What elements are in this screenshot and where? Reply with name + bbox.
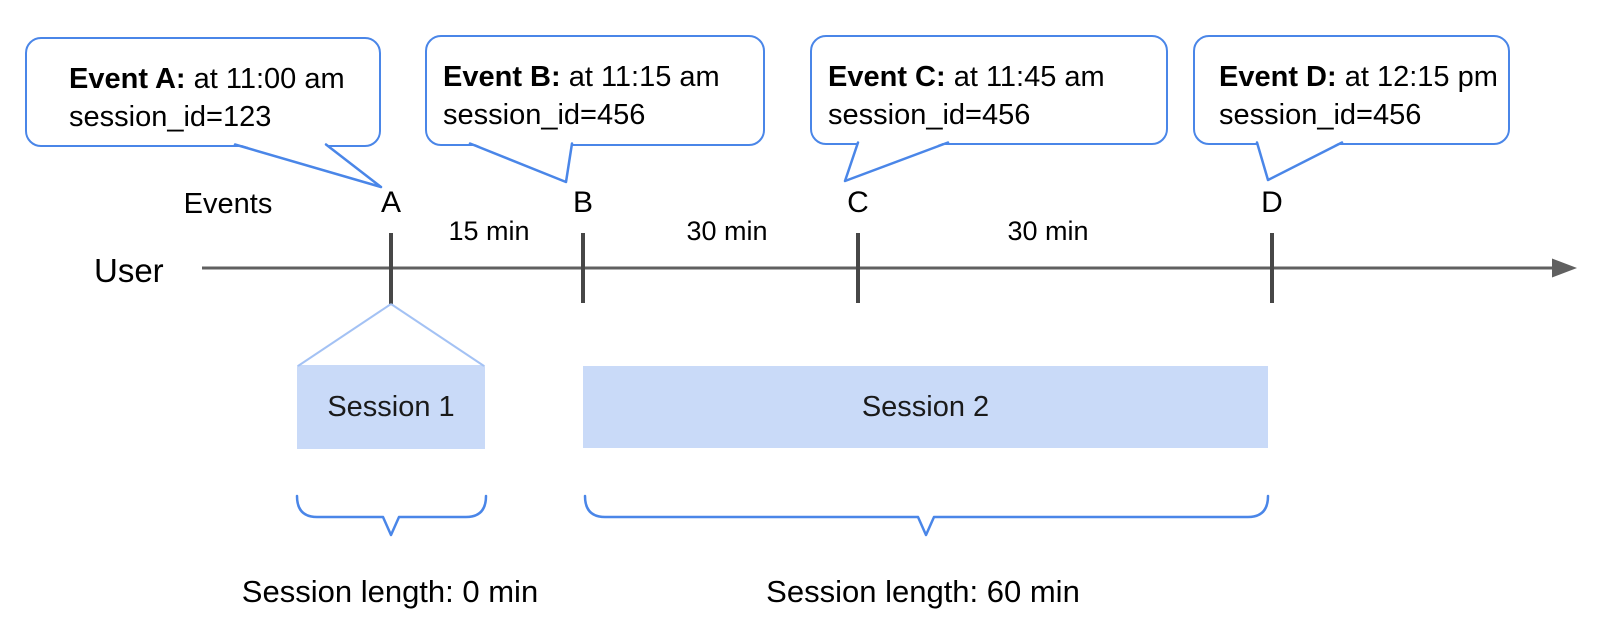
bubble-tail-d-outline [1255, 141, 1344, 182]
event-c-headline: Event C: at 11:45 am [828, 58, 1156, 96]
bubble-tail-c-icon [843, 141, 950, 183]
timeline-arrowhead-icon [1552, 258, 1577, 278]
session-2-length-label: Session length: 60 min [766, 574, 1080, 609]
session-2-brace [583, 494, 1270, 537]
session-1-box: Session 1 [297, 365, 485, 449]
session-1-funnel-lines [297, 303, 485, 367]
bubble-tail-a-fill [235, 143, 381, 187]
session-2-label: Session 2 [861, 390, 990, 423]
event-c-session-id: session_id=456 [828, 99, 1031, 131]
bubble-tail-b-fill [470, 142, 572, 182]
interval-label-b-c: 30 min [686, 216, 768, 246]
bubble-tail-a-icon [233, 143, 383, 189]
event-letter-b: B [572, 186, 594, 219]
event-letter-d: D [1261, 186, 1283, 219]
bubble-tail-c-outline [843, 141, 950, 183]
event-d-title: Event D: [1219, 61, 1337, 93]
event-a-time: at 11:00 am [193, 63, 345, 95]
bubble-tail-b-icon [468, 142, 574, 184]
bubble-tail-b-outline [468, 142, 574, 184]
event-a-session-id: session_id=123 [69, 101, 272, 133]
session-1-length-label: Session length: 0 min [241, 574, 539, 609]
event-a-headline: Event A: at 11:00 am [69, 60, 369, 98]
event-b-title: Event B: [443, 61, 561, 93]
bubble-tail-c-fill [845, 141, 948, 181]
event-bubble-c: Event C: at 11:45 am session_id=456 [810, 35, 1168, 145]
bubble-tail-d-icon [1255, 141, 1344, 182]
event-letter-a: A [380, 186, 402, 219]
event-a-title: Event A: [69, 63, 186, 95]
event-b-session-id: session_id=456 [443, 99, 646, 131]
event-bubble-d: Event D: at 12:15 pm session_id=456 [1193, 35, 1510, 145]
event-bubble-a: Event A: at 11:00 am session_id=123 [25, 37, 381, 147]
interval-label-c-d: 30 min [1007, 216, 1089, 246]
event-c-time: at 11:45 am [953, 61, 1105, 93]
interval-label-a-b: 15 min [448, 216, 530, 246]
event-bubble-b: Event B: at 11:15 am session_id=456 [425, 35, 765, 146]
session-2-box: Session 2 [583, 366, 1268, 448]
event-d-headline: Event D: at 12:15 pm [1219, 58, 1498, 96]
session-1-label: Session 1 [327, 390, 455, 423]
bubble-tail-d-fill [1257, 141, 1342, 180]
event-d-session-id: session_id=456 [1219, 99, 1422, 131]
user-axis-label: User [94, 252, 164, 289]
session-1-brace [295, 494, 488, 537]
event-c-title: Event C: [828, 61, 946, 93]
bubble-tail-a-outline [233, 143, 383, 189]
event-b-time: at 11:15 am [568, 61, 720, 93]
event-b-headline: Event B: at 11:15 am [443, 58, 753, 96]
event-letter-c: C [847, 186, 869, 219]
events-axis-label: Events [183, 188, 273, 220]
event-d-time: at 12:15 pm [1344, 61, 1498, 93]
